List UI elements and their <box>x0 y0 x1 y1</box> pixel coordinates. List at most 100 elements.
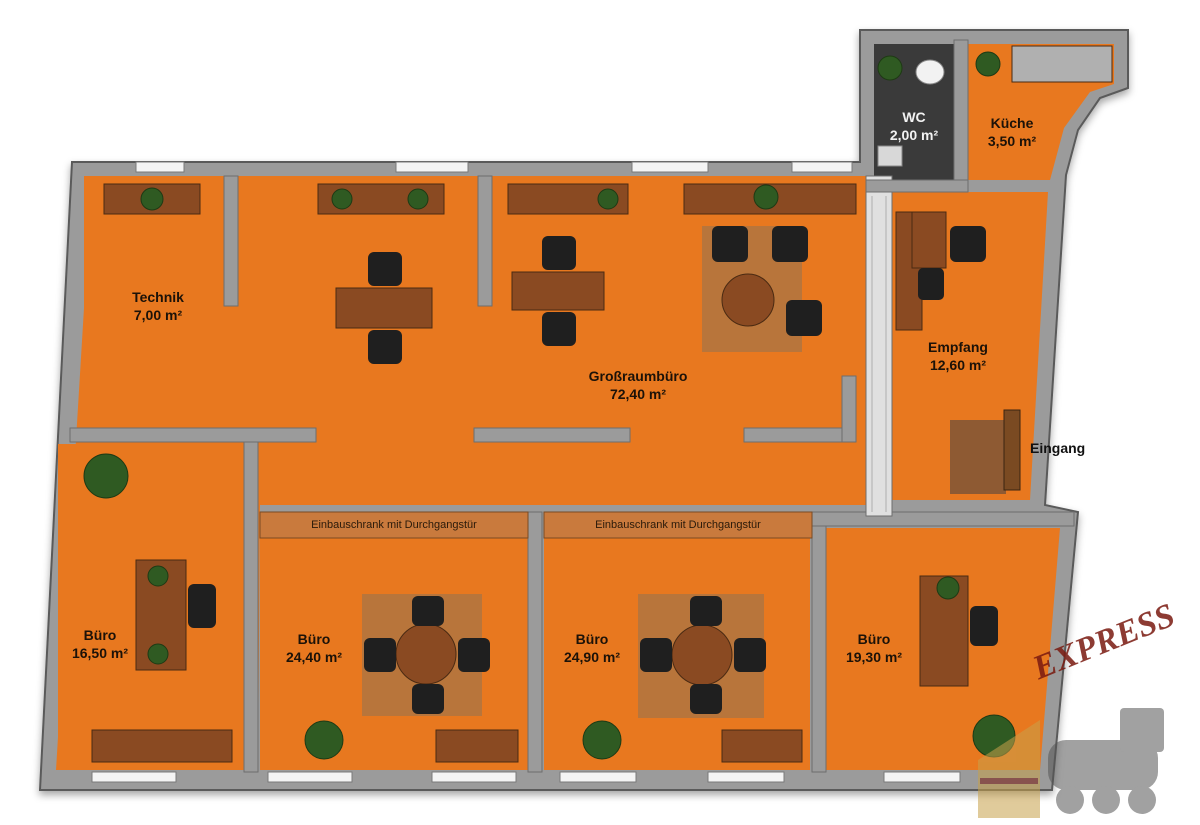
plant-icon <box>877 55 903 81</box>
chair <box>970 606 998 646</box>
plant-icon <box>140 187 164 211</box>
sideboards <box>91 45 1113 763</box>
builtin-cabinet-label: Einbauschrank mit Durchgangstür <box>311 519 477 531</box>
plant-icon <box>582 720 622 760</box>
room-area: 2,00 m² <box>889 127 939 143</box>
plant-icon <box>147 643 169 665</box>
window <box>707 771 785 783</box>
entrance-mat <box>950 420 1006 494</box>
plant-icon <box>753 184 779 210</box>
room-name: Technik <box>132 289 184 305</box>
round-table <box>671 624 733 686</box>
wall-buero4-top <box>811 511 1075 527</box>
logo-wheel <box>1056 786 1084 814</box>
desk <box>911 211 947 269</box>
builtin-cabinet-2 <box>543 511 813 539</box>
room-name: Großraumbüro <box>588 368 688 384</box>
room-area: 16,50 m² <box>71 645 129 661</box>
desk <box>511 271 605 311</box>
windows <box>91 161 961 783</box>
room-area: 3,50 m² <box>987 133 1037 149</box>
plant-icon <box>936 576 960 600</box>
wall-technik-bottom <box>69 427 317 443</box>
plant-icon <box>331 188 353 210</box>
chair <box>734 638 766 672</box>
room-area: 24,90 m² <box>563 649 621 665</box>
wall-wc-bottom <box>865 179 969 193</box>
round-table <box>721 273 775 327</box>
room-area: 72,40 m² <box>609 386 667 402</box>
plant-icon <box>407 188 429 210</box>
room-name: Büro <box>857 631 891 647</box>
room-label-kueche: Küche 3,50 m² <box>972 114 1052 150</box>
desks <box>135 211 969 687</box>
chair <box>640 638 672 672</box>
entrance-label: Eingang <box>1030 440 1086 456</box>
sideboard <box>721 729 803 763</box>
room-label-technik: Technik 7,00 m² <box>108 288 208 324</box>
room-area: 19,30 m² <box>845 649 903 665</box>
room-label-buero-2: Büro 24,40 m² <box>274 630 354 666</box>
chair <box>542 236 576 270</box>
wall-wc-kueche <box>953 39 969 189</box>
interior-walls <box>69 39 1075 773</box>
chair <box>918 268 944 300</box>
room-label-buero-4: Büro 19,30 m² <box>834 630 914 666</box>
logo-cab <box>1120 708 1164 752</box>
kitchen-counter <box>1011 45 1113 83</box>
chair <box>690 596 722 626</box>
wall-right-segment-v <box>841 375 857 443</box>
chair <box>412 684 444 714</box>
logo-wheel <box>1128 786 1156 814</box>
steam-locomotive-icon <box>978 708 1164 818</box>
logo-station-roof <box>978 720 1040 818</box>
sideboard <box>435 729 519 763</box>
chairs <box>188 226 998 714</box>
sideboard <box>91 729 233 763</box>
wall-buero2-3 <box>527 511 543 773</box>
plant-icon <box>975 51 1001 77</box>
room-label-empfang: Empfang 12,60 m² <box>908 338 1008 374</box>
plant-icon <box>147 565 169 587</box>
round-table <box>395 623 457 685</box>
chair <box>458 638 490 672</box>
logo-wheel <box>1092 786 1120 814</box>
logo-station-stripe <box>980 778 1038 784</box>
chair <box>368 330 402 364</box>
window <box>631 161 709 173</box>
room-name: Empfang <box>928 339 988 355</box>
chair <box>950 226 986 262</box>
plant-icon <box>83 453 129 499</box>
window <box>267 771 353 783</box>
wall-right-segment-h <box>743 427 857 443</box>
room-label-buero-1: Büro 16,50 m² <box>60 626 140 662</box>
window <box>883 771 961 783</box>
window <box>431 771 517 783</box>
builtin-cabinets <box>259 511 813 539</box>
room-label-grossraumbuero: Großraumbüro 72,40 m² <box>568 367 708 403</box>
wall-buero3-4 <box>811 511 827 773</box>
room-area: 7,00 m² <box>133 307 183 323</box>
logo-boiler <box>1048 740 1158 790</box>
window <box>395 161 469 173</box>
room-label-wc: WC 2,00 m² <box>874 108 954 144</box>
window <box>91 771 177 783</box>
chair <box>690 684 722 714</box>
floor-technik <box>84 176 224 432</box>
chair <box>786 300 822 336</box>
round-tables <box>395 273 775 686</box>
chair <box>542 312 576 346</box>
wall-buero1-right <box>243 441 259 773</box>
room-name: Büro <box>575 631 609 647</box>
room-label-buero-3: Büro 24,90 m² <box>552 630 632 666</box>
room-name: Büro <box>297 631 331 647</box>
chair <box>364 638 396 672</box>
sanitary <box>877 59 945 167</box>
sideboard <box>683 183 857 215</box>
desk <box>335 287 433 329</box>
glass-partition <box>871 196 887 512</box>
entrance-door[interactable] <box>1003 409 1021 491</box>
window <box>559 771 637 783</box>
plant-icon <box>304 720 344 760</box>
